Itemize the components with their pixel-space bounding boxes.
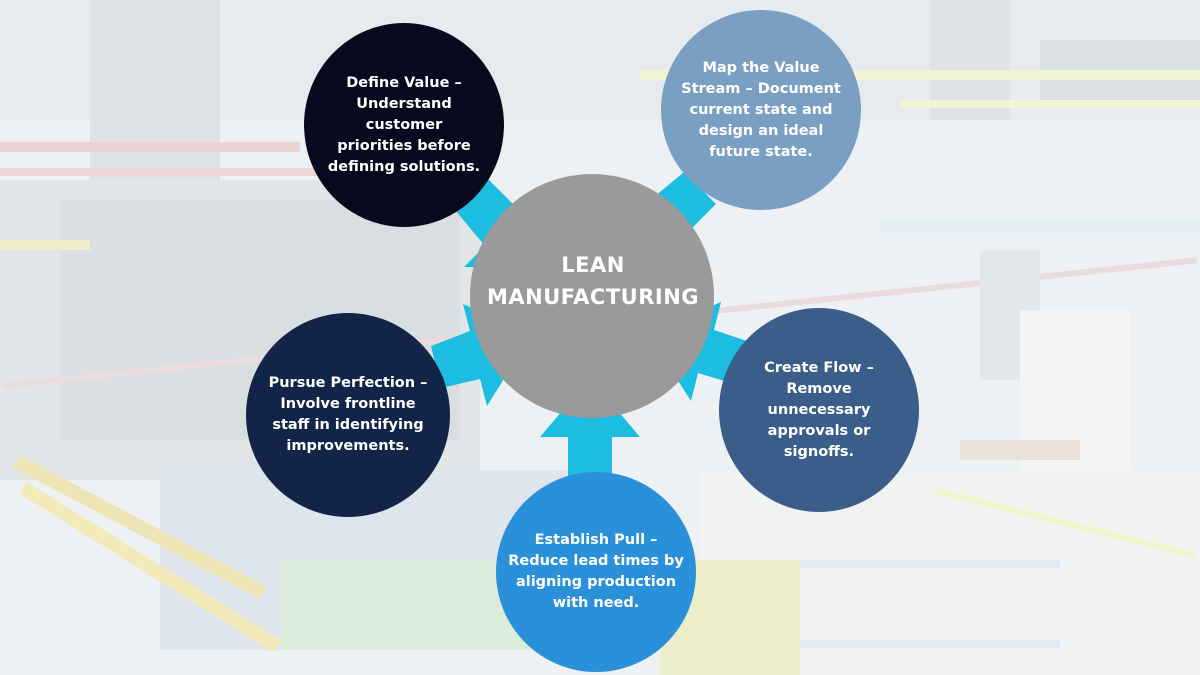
node-pursue-perfection-label: Pursue Perfection – Involve frontline st… (268, 375, 428, 454)
arrow-from-establish-pull (540, 378, 640, 484)
node-define-value: Define Value – Understand customer prior… (304, 23, 504, 227)
center-circle (470, 174, 714, 418)
node-define-value-label: Define Value – Understand customer prior… (327, 74, 481, 175)
node-create-flow-label: Create Flow – Remove unnecessary approva… (764, 359, 874, 460)
node-establish-pull: Establish Pull – Reduce lead times by al… (496, 472, 696, 672)
node-map-value-stream: Map the Value Stream – Document current … (661, 10, 861, 210)
node-establish-pull-label: Establish Pull – Reduce lead times by al… (508, 532, 684, 611)
node-map-value-stream-label: Map the Value Stream – Document current … (681, 59, 841, 160)
node-create-flow: Create Flow – Remove unnecessary approva… (719, 308, 919, 512)
center-title-line-2: MANUFACTURING (486, 285, 700, 309)
center-title-line-1: LEAN (561, 253, 625, 277)
center-title: LEAN MANUFACTURING (478, 249, 708, 313)
node-pursue-perfection: Pursue Perfection – Involve frontline st… (246, 313, 450, 517)
